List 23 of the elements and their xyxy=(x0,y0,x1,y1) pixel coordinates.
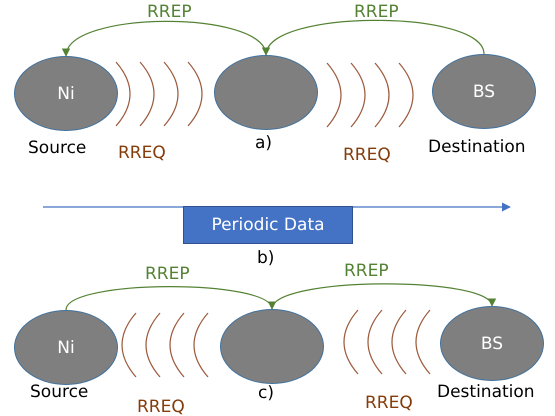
node-ellipse: Ni xyxy=(14,56,118,131)
panel-label: b) xyxy=(257,248,274,268)
arrow xyxy=(264,20,485,56)
arrow xyxy=(64,20,267,57)
signal-label: RREQ xyxy=(343,145,391,165)
node-caption: Destination xyxy=(428,137,526,157)
node-ellipse: BS xyxy=(432,54,536,129)
node-ellipse: BS xyxy=(440,306,544,381)
node-ellipse: Ni xyxy=(14,310,118,385)
signal-label: RREQ xyxy=(137,397,185,416)
signal-label: RREQ xyxy=(118,143,166,163)
edge-label: RREP xyxy=(344,261,389,281)
arrow xyxy=(65,286,273,310)
panel-label: a) xyxy=(255,133,272,153)
edge-label: RREP xyxy=(354,2,399,22)
node-caption: Destination xyxy=(437,382,535,402)
signal-label: RREQ xyxy=(365,393,413,413)
node-caption: Source xyxy=(28,138,86,158)
data-box: Periodic Data xyxy=(183,206,353,244)
node-caption: Source xyxy=(30,382,88,402)
panel-label: c) xyxy=(258,383,274,403)
edge-label: RREP xyxy=(147,2,192,22)
edge-label: RREP xyxy=(145,264,190,284)
